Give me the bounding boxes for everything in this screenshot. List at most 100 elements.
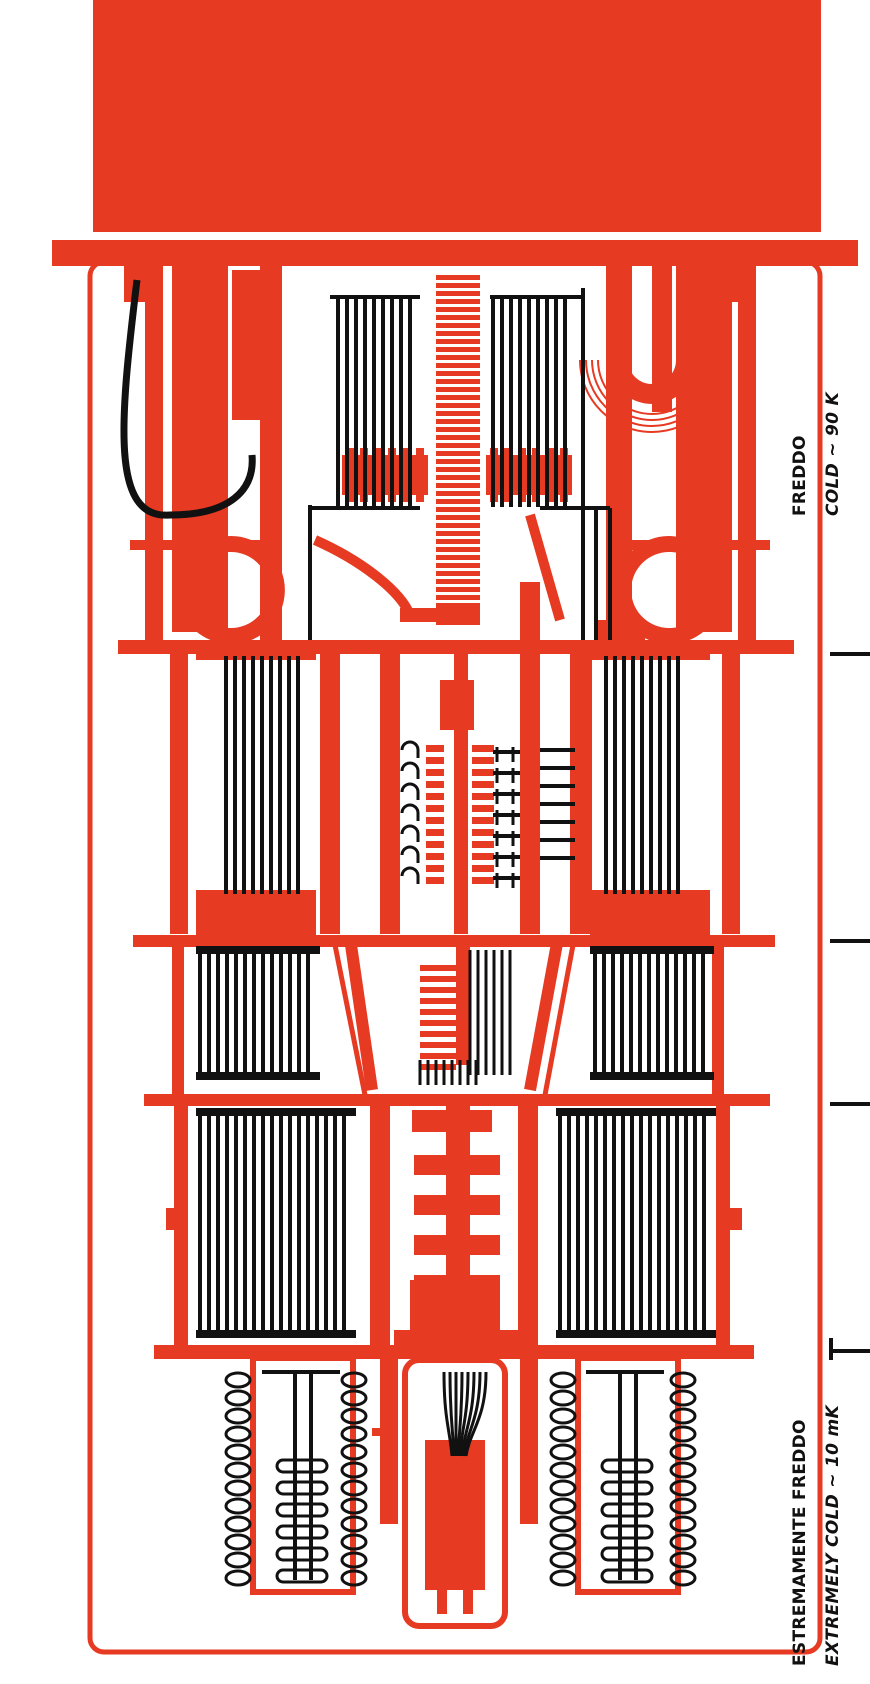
mid-left-bank-bottom xyxy=(196,1072,320,1080)
exchanger-stripe xyxy=(436,411,480,416)
still-left-fins xyxy=(426,805,444,812)
exchanger-stripe xyxy=(436,395,480,400)
lower-left-bank-top xyxy=(196,1108,356,1116)
right-return-bend xyxy=(615,536,711,644)
mid-left-wire-bank-wire xyxy=(243,950,247,1078)
left-inner-coil-turn xyxy=(340,1371,368,1389)
mid-right-bank-bottom xyxy=(590,1072,714,1080)
left-outer-coil-turn xyxy=(224,1551,252,1569)
exchanger-stripe xyxy=(436,347,480,352)
lower-right-wire-bank-wire xyxy=(657,1112,661,1332)
left-inner-coil-turn xyxy=(340,1425,368,1443)
right-resistor-chain-resistor-3 xyxy=(600,1524,654,1540)
right-outer-coil-turn xyxy=(669,1533,697,1551)
left-diagonal-line xyxy=(312,535,415,618)
mid-right-wire-bank-wire xyxy=(665,950,669,1078)
right-inner-coil xyxy=(549,1371,577,1587)
lower-right-wire-bank-wire xyxy=(594,1112,598,1332)
stage-leg-left xyxy=(437,1586,447,1614)
right-filter-pin-1 xyxy=(504,448,512,502)
mid-left-wire-bank-wire xyxy=(234,950,238,1078)
bottom-left-stub xyxy=(372,1428,390,1436)
still-left-fins xyxy=(426,853,444,860)
still-right-fins xyxy=(472,865,494,872)
still-right-wall xyxy=(572,654,592,934)
right-inner-coil-turn xyxy=(549,1497,577,1515)
exchanger-stripe xyxy=(436,427,480,432)
right-outer-coil-turn xyxy=(669,1389,697,1407)
upper-left-wire-bank xyxy=(224,656,300,894)
left-pipe-collar xyxy=(232,270,260,420)
left-inner-coil-turn xyxy=(340,1389,368,1407)
lower-right-wire-bank-wire xyxy=(675,1112,679,1332)
scale-tick-3 xyxy=(830,1102,870,1106)
still-right-fins xyxy=(472,841,494,848)
wiring-and-pipes xyxy=(120,279,716,1587)
lower-left-wire-bank-wire xyxy=(342,1112,346,1332)
mid-left-wire-bank-wire xyxy=(252,950,256,1078)
exchanger-stripe xyxy=(436,435,480,440)
lower-right-wire-bank-wire xyxy=(639,1112,643,1332)
exchanger-stripe xyxy=(436,387,480,392)
right-outer-coil-turn xyxy=(669,1515,697,1533)
mid-left-wire-bank-wire xyxy=(279,950,283,1078)
still-right-fins xyxy=(472,877,494,884)
upper-right-wire-bank-wire xyxy=(604,656,608,894)
cone-center-column xyxy=(456,945,470,1065)
upper-left-wire-bank-wire xyxy=(287,656,291,894)
left-inner-coil-turn xyxy=(340,1551,368,1569)
still-left-fins xyxy=(426,745,444,752)
left-inner-coil-turn xyxy=(340,1461,368,1479)
right-inner-coil-turn xyxy=(549,1515,577,1533)
left-outer-coil-turn xyxy=(224,1479,252,1497)
mid-left-wire-bank-wire xyxy=(297,950,301,1078)
exchanger-stripe xyxy=(436,539,480,544)
still-to-mc-cone xyxy=(344,936,564,1092)
lower-left-wire-bank-wire xyxy=(324,1112,328,1332)
right-thin-tube xyxy=(738,262,756,642)
lower-left-wire-bank-wire xyxy=(261,1112,265,1332)
bottom-right-post xyxy=(520,1358,538,1524)
right-outer-coil-turn xyxy=(669,1443,697,1461)
still-right-fins xyxy=(472,817,494,824)
still-left-wall xyxy=(380,654,400,934)
exchanger-stripe xyxy=(436,339,480,344)
right-inner-coil-turn xyxy=(549,1479,577,1497)
lower-left-wire-bank-wire xyxy=(198,1112,202,1332)
right-resistor-chain-resistor-0 xyxy=(600,1458,654,1474)
still-left-fins xyxy=(426,841,444,848)
exchanger-stripe xyxy=(436,507,480,512)
mid-right-wire-bank-wire xyxy=(620,950,624,1078)
mid-right-wire-bank-wire xyxy=(683,950,687,1078)
upper-right-wire-bank-wire xyxy=(667,656,671,894)
left-inner-coil-turn xyxy=(340,1443,368,1461)
mid-left-wire-bank-wire xyxy=(207,950,211,1078)
cone-fin-left xyxy=(420,998,456,1004)
scale-tick-4 xyxy=(830,1349,870,1353)
right-inner-coil-turn xyxy=(549,1425,577,1443)
lower-left-wire-bank-wire xyxy=(306,1112,310,1332)
cone-fin-left xyxy=(420,1053,456,1059)
lower-left-wire-bank-wire xyxy=(270,1112,274,1332)
extreme-cold-label-italian: ESTREMAMENTE FREDDO xyxy=(790,1419,810,1666)
exchanger-stripe xyxy=(436,331,480,336)
left-coax-cable xyxy=(120,279,256,519)
left-thin-tube xyxy=(145,262,163,642)
right-inner-coil-turn xyxy=(549,1533,577,1551)
lower-left-wire-bank-wire xyxy=(297,1112,301,1332)
left-outer-coil-turn xyxy=(224,1461,252,1479)
lower-left-wire-bank-wire xyxy=(315,1112,319,1332)
extreme-cold-label-english: EXTREMELY COLD ~ 10 mK xyxy=(823,1405,843,1666)
mid-left-wire-bank-wire xyxy=(225,950,229,1078)
mc-bottom-flange xyxy=(394,1330,520,1348)
lower-left-wire-bank-wire xyxy=(207,1112,211,1332)
lower-right-wire-bank-wire xyxy=(684,1112,688,1332)
upper-left-wire-bank-wire xyxy=(233,656,237,894)
cold-label-english: COLD ~ 90 K xyxy=(823,391,843,516)
outer-cone-line xyxy=(332,944,576,1096)
lower-right-wire-bank-wire xyxy=(558,1112,562,1332)
mid-right-wire-bank-wire xyxy=(701,950,705,1078)
sample-wire-r-3 xyxy=(458,1371,470,1457)
cone-fin-left xyxy=(420,976,456,982)
exchanger-stripe xyxy=(436,371,480,376)
